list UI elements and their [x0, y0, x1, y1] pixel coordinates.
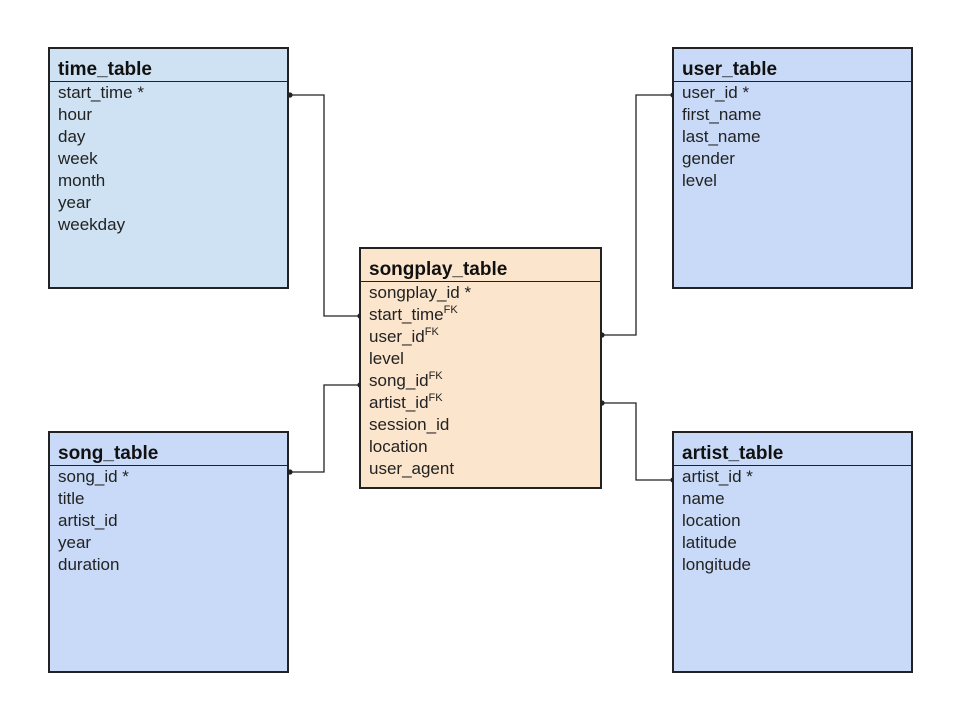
field-row: level: [369, 348, 600, 370]
connector-song-songplay: [290, 384, 360, 473]
field-name: start_time: [369, 305, 444, 324]
field-row: songplay_id *: [369, 282, 600, 304]
field-name: weekday: [58, 215, 126, 234]
entity-title: songplay_table: [369, 259, 508, 280]
field-row: location: [369, 436, 600, 458]
field-name: latitude: [682, 533, 737, 552]
entity-divider: [50, 81, 287, 82]
entity-divider: [674, 81, 911, 82]
field-row: start_timeFK: [369, 304, 600, 326]
field-row: user_agent: [369, 458, 600, 480]
field-name: year: [58, 533, 92, 552]
field-name: duration: [58, 555, 120, 574]
field-row: year: [58, 532, 287, 554]
field-name: location: [369, 437, 428, 456]
field-row: artist_idFK: [369, 392, 600, 414]
field-name: song_id: [369, 371, 429, 390]
field-name: level: [369, 349, 404, 368]
field-name: location: [682, 511, 741, 530]
entity-fields: artist_id * name location latitude longitude: [674, 466, 911, 576]
field-row: longitude: [682, 554, 911, 576]
field-name: month: [58, 171, 106, 190]
field-name: user_id: [369, 327, 425, 346]
field-row: year: [58, 192, 287, 214]
field-name: year: [58, 193, 92, 212]
field-name: songplay_id *: [369, 283, 472, 302]
field-name: name: [682, 489, 725, 508]
field-name: user_agent: [369, 459, 455, 478]
field-name: hour: [58, 105, 93, 124]
foreign-key-marker: FK: [443, 304, 458, 316]
connector-artist-songplay: [602, 402, 673, 481]
field-name: week: [58, 149, 98, 168]
field-row: day: [58, 126, 287, 148]
field-name: artist_id: [369, 393, 429, 412]
field-name: session_id: [369, 415, 450, 434]
entity-divider: [361, 281, 600, 282]
field-name: last_name: [682, 127, 761, 146]
field-name: artist_id: [58, 511, 118, 530]
field-row: artist_id *: [682, 466, 911, 488]
field-row: hour: [58, 104, 287, 126]
field-row: weekday: [58, 214, 287, 236]
field-row: latitude: [682, 532, 911, 554]
field-name: artist_id *: [682, 467, 753, 486]
field-row: name: [682, 488, 911, 510]
field-name: start_time *: [58, 83, 144, 102]
field-row: duration: [58, 554, 287, 576]
artist-table-entity[interactable]: artist_table artist_id * name location lati…: [672, 431, 913, 673]
field-name: first_name: [682, 105, 762, 124]
field-row: artist_id: [58, 510, 287, 532]
songplay-table-entity[interactable]: songplay_table songplay_id *start_timeFK…: [359, 247, 602, 489]
field-row: month: [58, 170, 287, 192]
field-row: title: [58, 488, 287, 510]
field-name: title: [58, 489, 85, 508]
field-row: week: [58, 148, 287, 170]
field-name: gender: [682, 149, 735, 168]
field-name: level: [682, 171, 717, 190]
foreign-key-marker: FK: [428, 370, 443, 382]
field-row: user_idFK: [369, 326, 600, 348]
connector-time-songplay: [290, 94, 360, 317]
field-row: song_idFK: [369, 370, 600, 392]
field-row: location: [682, 510, 911, 532]
entity-title: user_table: [682, 59, 778, 80]
field-name: day: [58, 127, 86, 146]
entity-divider: [674, 465, 911, 466]
field-row: start_time *: [58, 82, 287, 104]
entity-divider: [50, 465, 287, 466]
field-row: first_name: [682, 104, 911, 126]
connector-user-songplay: [602, 94, 673, 336]
field-row: session_id: [369, 414, 600, 436]
field-row: song_id *: [58, 466, 287, 488]
foreign-key-marker: FK: [424, 326, 439, 338]
time-table-entity[interactable]: time_table start_time * hour day week month y…: [48, 47, 289, 289]
field-row: last_name: [682, 126, 911, 148]
entity-fields: start_time * hour day week month year weekday: [50, 82, 287, 236]
entity-title: artist_table: [682, 443, 784, 464]
entity-title: time_table: [58, 59, 152, 80]
field-row: user_id *: [682, 82, 911, 104]
entity-title: song_table: [58, 443, 159, 464]
foreign-key-marker: FK: [428, 392, 443, 404]
field-row: level: [682, 170, 911, 192]
field-name: longitude: [682, 555, 752, 574]
field-row: gender: [682, 148, 911, 170]
field-name: user_id *: [682, 83, 750, 102]
field-name: song_id *: [58, 467, 129, 486]
